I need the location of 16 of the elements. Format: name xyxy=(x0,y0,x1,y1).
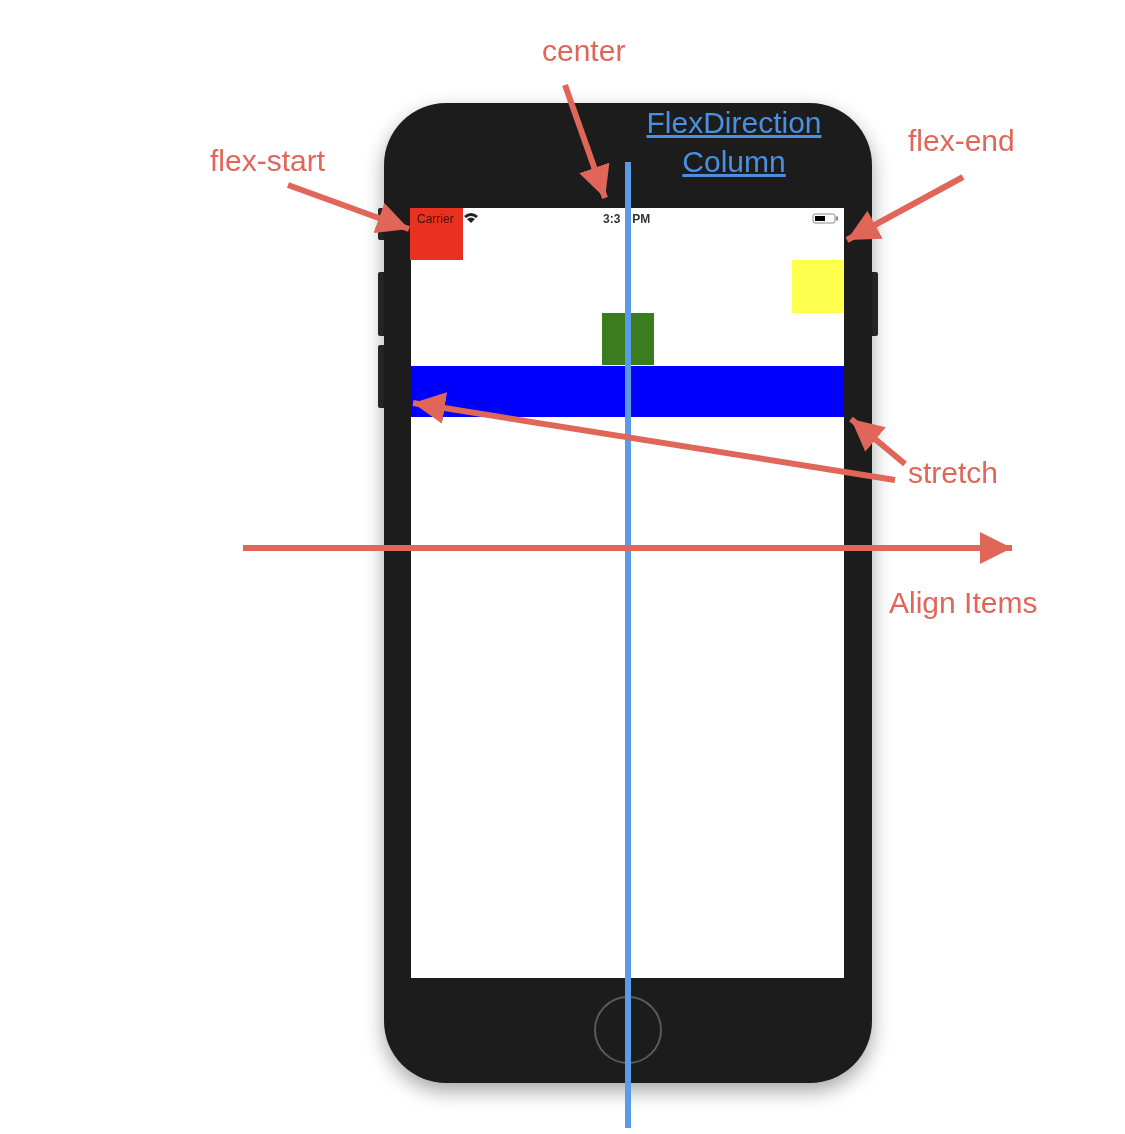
carrier-text: Carrier xyxy=(417,211,454,227)
time-text: 3:3 xyxy=(603,212,621,226)
callout-label: center xyxy=(542,34,626,67)
square-block xyxy=(792,260,844,313)
callout-label: stretch xyxy=(908,456,999,489)
arrow xyxy=(845,174,965,243)
arrow xyxy=(849,416,907,467)
time-text: PM xyxy=(632,212,651,226)
stretched-bar xyxy=(411,366,844,417)
arrow xyxy=(286,182,411,234)
arrow xyxy=(412,392,896,483)
heading-link: FlexDirection Column xyxy=(645,105,823,180)
callout-label: flex-start xyxy=(210,144,326,177)
square-block xyxy=(410,208,463,260)
axis-label: Align Items xyxy=(889,585,1038,621)
callout-label: flex-end xyxy=(908,124,1015,157)
